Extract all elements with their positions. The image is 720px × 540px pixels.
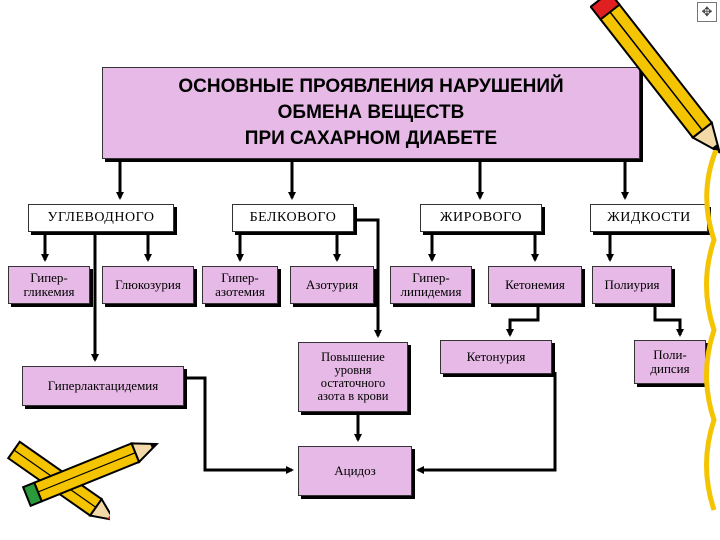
node-hyperglycemia: Гипер-гликемия (8, 266, 90, 304)
title-line-2: ОБМЕНА ВЕЩЕСТВ (277, 102, 465, 123)
node-hyperazotemia: Гипер-азотемия (202, 266, 278, 304)
main-title: ОСНОВНЫЕ ПРОЯВЛЕНИЯ НАРУШЕНИЙ ОБМЕНА ВЕЩ… (102, 67, 640, 159)
resize-icon[interactable]: ✥ (697, 2, 717, 22)
node-polydipsia: Поли-дипсия (634, 340, 706, 384)
node-azoturia: Азотурия (290, 266, 374, 304)
category-carbohydrate: УГЛЕВОДНОГО (28, 204, 174, 232)
node-residual-nitrogen: Повышение уровня остаточного азота в кро… (298, 342, 408, 412)
node-acidosis: Ацидоз (298, 446, 412, 496)
node-polyuria: Полиурия (592, 266, 672, 304)
category-protein: БЕЛКОВОГО (232, 204, 354, 232)
category-fluid: ЖИДКОСТИ (590, 204, 708, 232)
title-line-3: ПРИ САХАРНОМ ДИАБЕТЕ (244, 128, 498, 149)
title-line-1: ОСНОВНЫЕ ПРОЯВЛЕНИЯ НАРУШЕНИЙ (178, 76, 564, 97)
node-glucosuria: Глюкозурия (102, 266, 194, 304)
pencil-icon (21, 442, 160, 508)
node-ketonemia: Кетонемия (488, 266, 582, 304)
node-hyperlactacidemia: Гиперлактацидемия (22, 366, 184, 406)
pencil-icon (590, 0, 720, 155)
node-ketonuria: Кетонурия (440, 340, 552, 374)
category-fat: ЖИРОВОГО (420, 204, 542, 232)
decorative-curve (704, 150, 719, 511)
node-hyperlipidemia: Гипер-липидемия (390, 266, 472, 304)
